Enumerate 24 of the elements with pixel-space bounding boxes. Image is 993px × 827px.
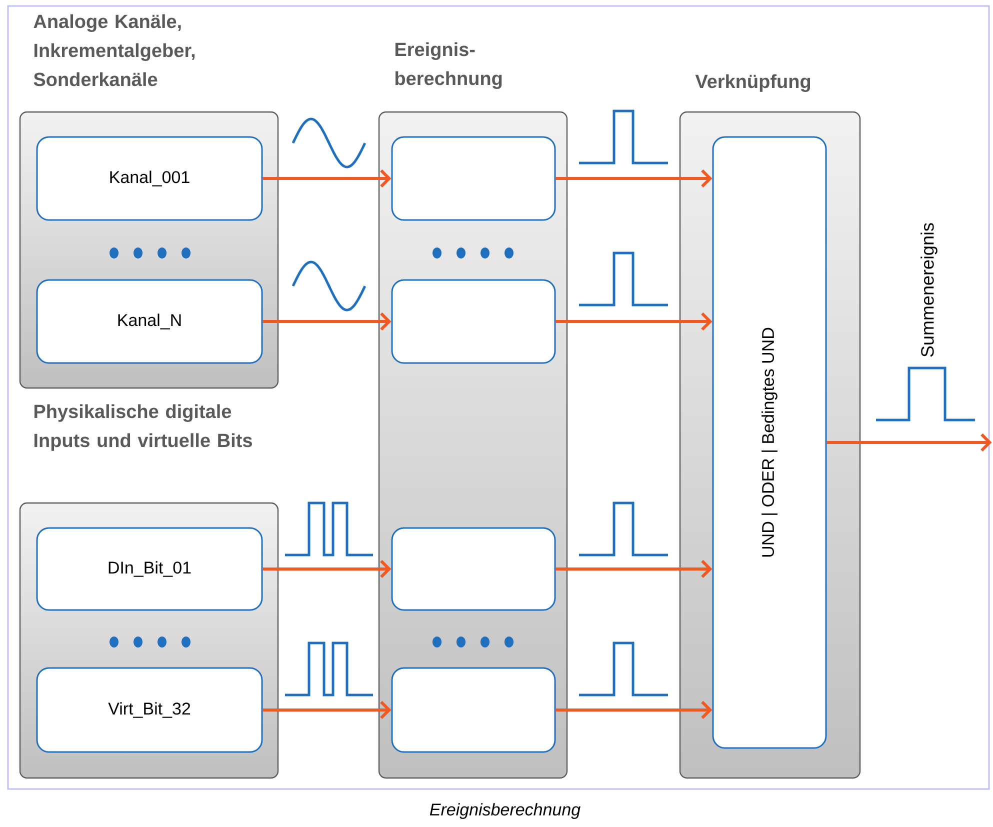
arrow bbox=[826, 433, 992, 452]
group-heading: Analoge Kanäle, Inkrementalgeber, Sonderkanäle bbox=[34, 14, 195, 86]
channel-box: Kanal_N bbox=[36, 279, 263, 364]
channel-box: DIn_Bit_01 bbox=[36, 527, 263, 611]
caption: Ereignisberechnung bbox=[430, 803, 580, 819]
group-heading: Ereignis- berechnung bbox=[395, 42, 502, 89]
event-box bbox=[391, 136, 556, 221]
group-heading: Physikalische digitale Inputs und virtuelle Bits bbox=[34, 404, 252, 451]
arrow bbox=[556, 312, 712, 331]
arrow bbox=[556, 560, 712, 578]
arrow bbox=[262, 169, 392, 188]
event-box bbox=[391, 667, 556, 753]
logic-box: UND | ODER | Bedingtes UND bbox=[712, 136, 827, 749]
channel-box: Kanal_001 bbox=[36, 136, 263, 221]
output-label: Summenereignis bbox=[920, 223, 938, 357]
arrow bbox=[262, 700, 392, 720]
event-box bbox=[391, 527, 556, 611]
arrow bbox=[262, 312, 392, 331]
group-heading: Verknüpfung bbox=[695, 74, 810, 92]
event-box bbox=[391, 279, 556, 364]
arrow bbox=[262, 560, 392, 578]
channel-box: Virt_Bit_32 bbox=[36, 667, 263, 753]
arrow bbox=[556, 700, 712, 720]
arrow bbox=[556, 169, 712, 188]
